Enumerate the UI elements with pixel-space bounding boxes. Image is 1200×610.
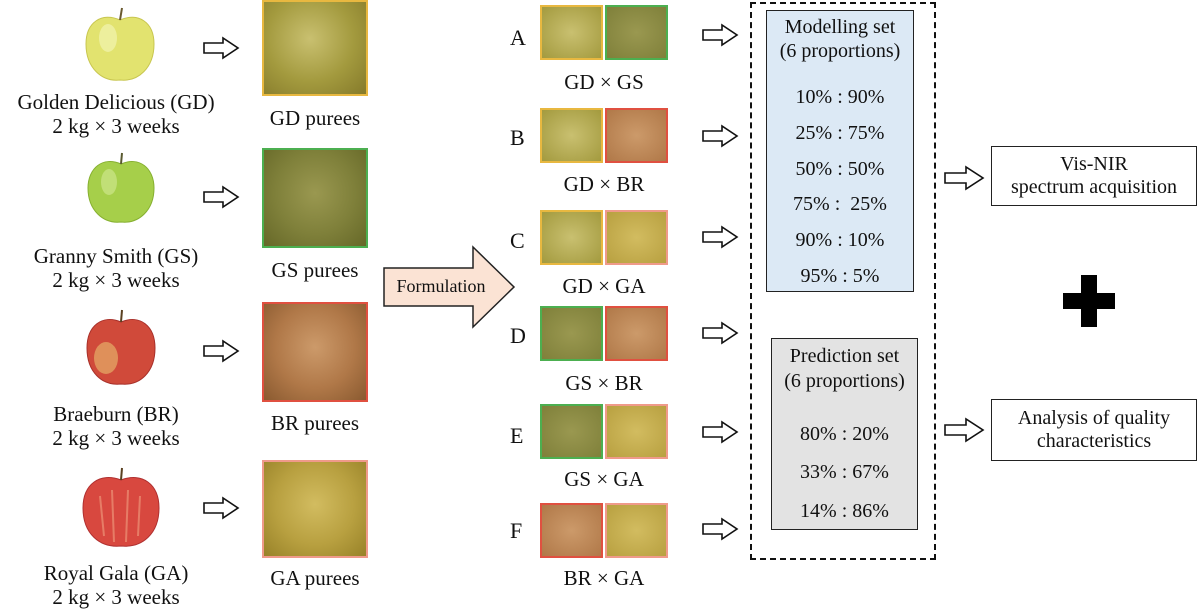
mixture-b-right <box>605 108 668 163</box>
mixture-letter-f: F <box>510 518 523 543</box>
modelling-proportion: 75% : 25% <box>793 193 887 215</box>
modelling-proportion: 50% : 50% <box>795 158 885 180</box>
mixture-label-e: GS × GA <box>564 467 644 491</box>
apple-amount-gs: 2 kg × 3 weeks <box>52 268 180 292</box>
puree-label-ga: GA purees <box>270 566 360 590</box>
arrow-gs-to-puree <box>203 185 240 209</box>
apple-amount-ga: 2 kg × 3 weeks <box>52 585 180 609</box>
modelling-set-box <box>766 10 914 292</box>
mixture-f-left <box>540 503 603 558</box>
visnir-line2: spectrum acquisition <box>1010 176 1178 198</box>
mixture-b-left <box>540 108 603 163</box>
apple-image-ga <box>80 466 162 550</box>
puree-label-gs: GS purees <box>271 258 359 282</box>
mixture-label-c: GD × GA <box>562 274 646 298</box>
arrow-gd-to-puree <box>203 36 240 60</box>
quality-line2: characteristics <box>1036 430 1152 452</box>
mixture-c-right <box>605 210 668 265</box>
puree-label-gd: GD purees <box>269 106 361 130</box>
arrow-mixture-f <box>702 517 739 541</box>
modelling-proportion: 90% : 10% <box>795 229 885 251</box>
modelling-proportion: 95% : 5% <box>800 265 880 287</box>
mixture-e-right <box>605 404 668 459</box>
apple-image-gs <box>84 152 158 226</box>
mixture-a-right <box>605 5 668 60</box>
prediction-set-box <box>771 338 918 530</box>
modelling-proportion: 25% : 75% <box>795 122 885 144</box>
arrow-to-quality <box>944 417 985 443</box>
modelling-proportion: 10% : 90% <box>795 86 885 108</box>
mixture-letter-b: B <box>510 125 525 150</box>
sets-container <box>750 2 936 560</box>
arrow-mixture-c <box>702 225 739 249</box>
apple-amount-br: 2 kg × 3 weeks <box>52 426 180 450</box>
mixture-d-right <box>605 306 668 361</box>
prediction-proportion: 14% : 86% <box>800 500 889 522</box>
puree-image-ga <box>262 460 368 558</box>
prediction-set-subtitle: (6 proportions) <box>784 370 905 392</box>
puree-image-br <box>262 302 368 402</box>
modelling-set-subtitle: (6 proportions) <box>779 40 901 62</box>
arrow-mixture-d <box>702 321 739 345</box>
arrow-ga-to-puree <box>203 496 240 520</box>
formulation-label: Formulation <box>396 276 486 296</box>
apple-name-gs: Granny Smith (GS) <box>33 244 199 268</box>
apple-name-ga: Royal Gala (GA) <box>43 561 189 585</box>
prediction-set-title: Prediction set <box>789 345 900 367</box>
mixture-e-left <box>540 404 603 459</box>
puree-image-gs <box>262 148 368 248</box>
mixture-label-f: BR × GA <box>563 566 645 590</box>
prediction-proportion: 33% : 67% <box>800 461 889 483</box>
mixture-letter-c: C <box>510 228 525 253</box>
arrow-mixture-b <box>702 124 739 148</box>
modelling-set-title: Modelling set <box>784 16 896 38</box>
mixture-letter-e: E <box>510 423 524 448</box>
arrow-to-visnir <box>944 165 985 191</box>
mixture-letter-d: D <box>510 323 526 348</box>
mixture-a-left <box>540 5 603 60</box>
visnir-line1: Vis-NIR <box>1060 153 1128 175</box>
mixture-label-b: GD × BR <box>563 172 645 196</box>
apple-name-br: Braeburn (BR) <box>53 402 179 426</box>
mixture-letter-a: A <box>510 25 526 50</box>
apple-image-gd <box>82 6 158 84</box>
mixture-label-d: GS × BR <box>565 371 643 395</box>
puree-image-gd <box>262 0 368 96</box>
puree-label-br: BR purees <box>270 411 360 435</box>
mixture-label-a: GD × GS <box>564 70 644 94</box>
arrow-mixture-e <box>702 420 739 444</box>
plus-icon <box>1063 275 1115 327</box>
apple-amount-gd: 2 kg × 3 weeks <box>52 114 180 138</box>
mixture-d-left <box>540 306 603 361</box>
apple-image-br <box>84 308 158 388</box>
mixture-f-right <box>605 503 668 558</box>
formulation-arrow <box>383 245 516 329</box>
apple-name-gd: Golden Delicious (GD) <box>17 90 215 114</box>
quality-box: Analysis of quality characteristics <box>991 399 1197 461</box>
arrow-mixture-a <box>702 23 739 47</box>
prediction-proportion: 80% : 20% <box>800 423 889 445</box>
visnir-box: Vis-NIR spectrum acquisition <box>991 146 1197 206</box>
quality-line1: Analysis of quality <box>1017 407 1171 429</box>
mixture-c-left <box>540 210 603 265</box>
arrow-br-to-puree <box>203 339 240 363</box>
